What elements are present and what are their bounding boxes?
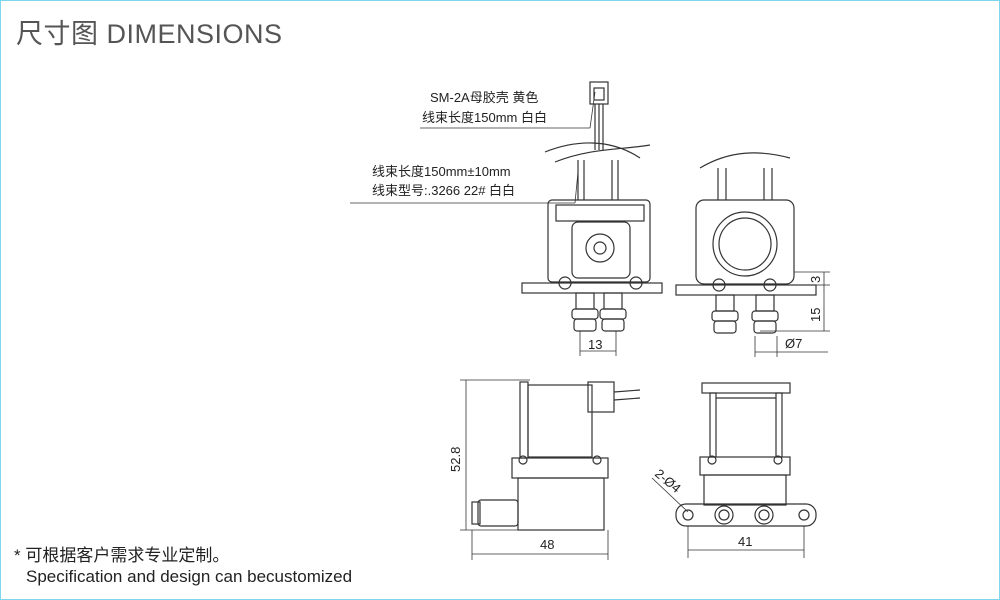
customization-note-en: Specification and design can becustomize… xyxy=(26,567,353,586)
dim-13: 13 xyxy=(588,337,602,352)
front-view-top xyxy=(350,81,663,356)
dim-41: 41 xyxy=(738,534,752,549)
dim-15: 15 xyxy=(808,308,823,322)
side-view-bottom xyxy=(460,379,641,560)
dim-7: Ø7 xyxy=(785,336,802,351)
dim-52-8: 52.8 xyxy=(448,447,463,472)
connector-label-1: SM-2A母胶壳 黄色 xyxy=(430,90,538,105)
harness-label-2: 线束型号:.3266 22# 白白 xyxy=(372,183,515,198)
customization-note-cn: * 可根据客户需求专业定制。 xyxy=(14,546,230,565)
harness-label-1: 线束长度150mm±10mm xyxy=(372,164,511,179)
front-view-bottom xyxy=(651,382,817,558)
connector-label-2: 线束长度150mm 白白 xyxy=(422,110,547,125)
page-title: 尺寸图 DIMENSIONS xyxy=(16,19,283,49)
back-view-top xyxy=(675,152,830,357)
dim-48: 48 xyxy=(540,537,554,552)
dim-2-4: 2-Ø4 xyxy=(652,466,684,496)
dim-3: 3 xyxy=(808,276,823,283)
